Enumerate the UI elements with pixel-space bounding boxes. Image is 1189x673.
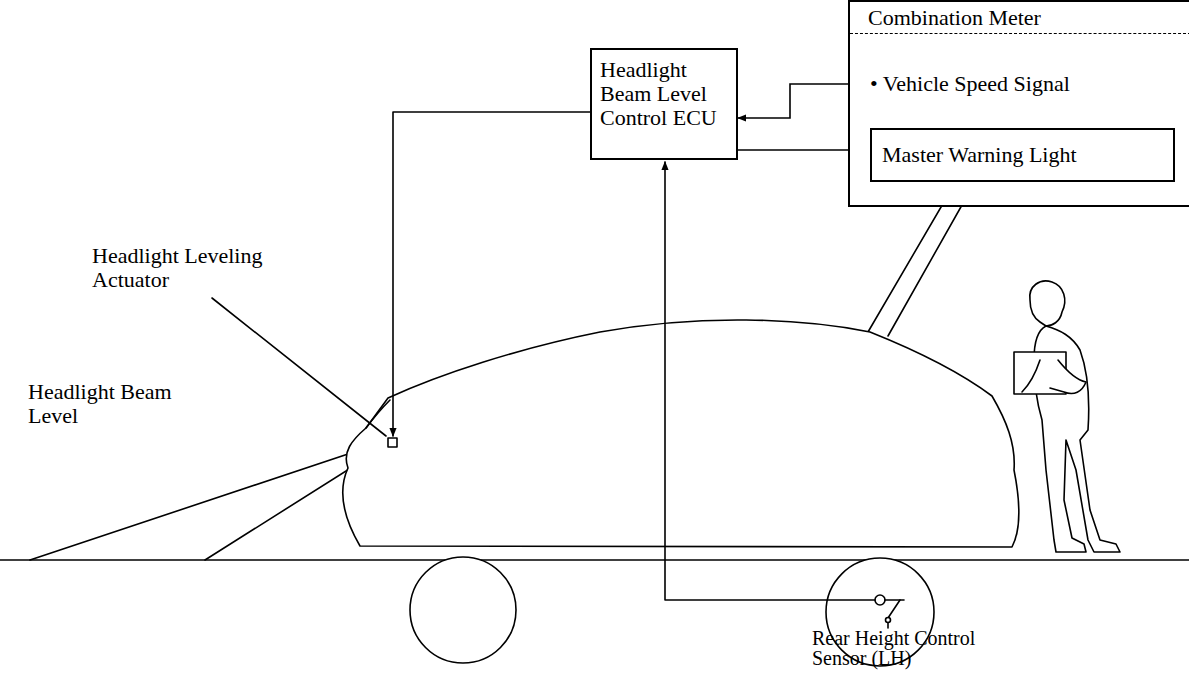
ecu-name: Headlight Beam Level Control ECU bbox=[600, 58, 740, 130]
meter-panel: Master Warning Light Combination Meter • V… bbox=[848, 0, 1189, 207]
panel-title: Combination Meter bbox=[868, 6, 1041, 30]
leveling-actuator bbox=[388, 438, 397, 447]
part-name: Headlight Leveling Actuator bbox=[92, 244, 292, 292]
beam-line bbox=[30, 440, 390, 560]
signal-name: • Vehicle Speed Signal bbox=[870, 72, 1070, 96]
beam-name: Headlight Beam Level bbox=[28, 380, 203, 428]
car-body bbox=[343, 320, 1019, 547]
warning-light-box: Master Warning Light bbox=[870, 128, 1175, 182]
ecu-box: Headlight Beam Level Control ECU bbox=[590, 48, 738, 160]
leader-line bbox=[212, 298, 386, 436]
sensor-wire bbox=[665, 162, 875, 600]
actuator-wire bbox=[393, 112, 590, 436]
part-name: Rear Height Control Sensor (LH) bbox=[812, 628, 1017, 668]
signal-connector bbox=[738, 84, 848, 118]
front-wheel bbox=[410, 557, 516, 663]
person-figure bbox=[1014, 281, 1120, 552]
title-separator bbox=[850, 33, 1189, 34]
warning-light-name: Master Warning Light bbox=[882, 143, 1077, 167]
height-sensor bbox=[875, 595, 904, 623]
ground-line bbox=[0, 559, 1189, 561]
